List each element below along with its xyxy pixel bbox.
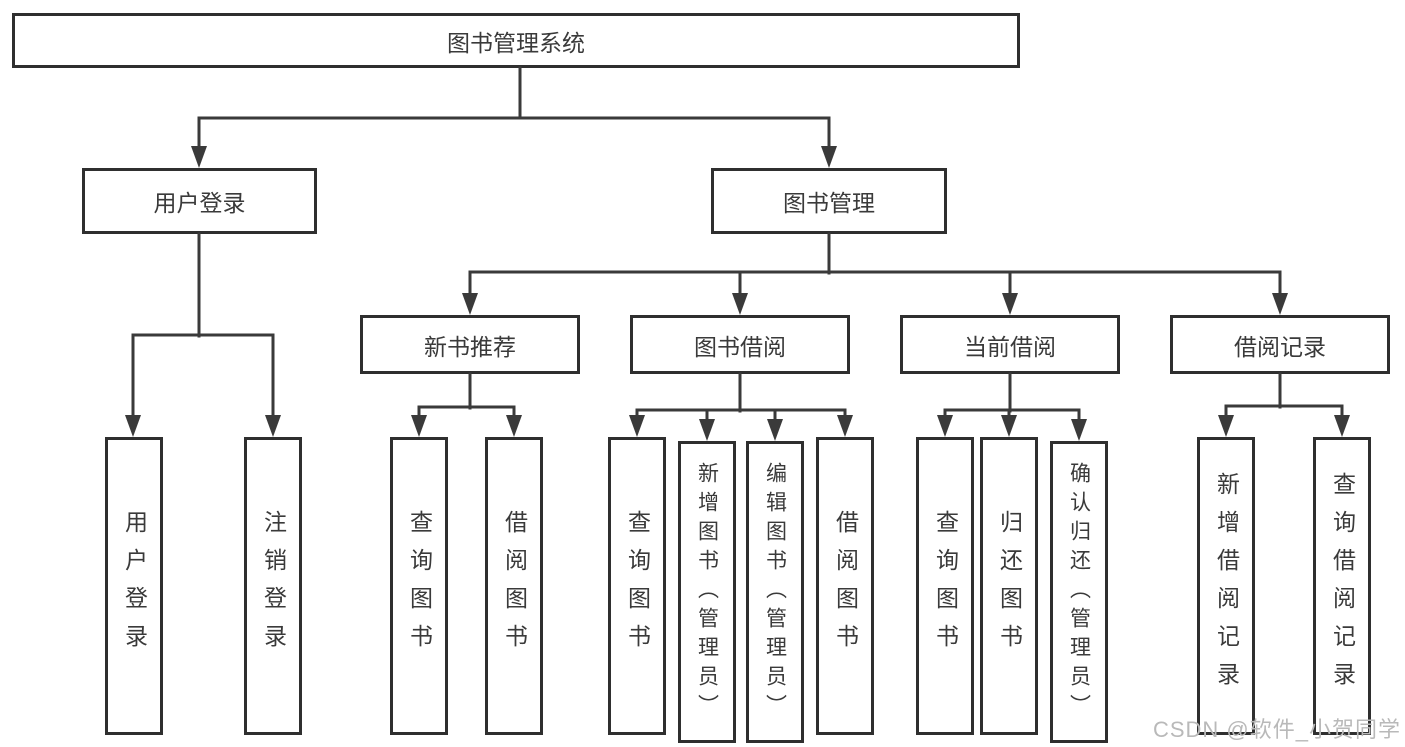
arrow-down-icon xyxy=(1002,293,1018,315)
node-label: 查询图书 xyxy=(406,510,433,662)
node-label: 图书借阅 xyxy=(694,333,786,360)
node-leaf-logout: 注销登录 xyxy=(244,437,302,735)
node-label: 查询图书 xyxy=(932,510,959,662)
arrow-down-icon xyxy=(1272,293,1288,315)
node-leaf-query-books-3: 查询图书 xyxy=(916,437,974,735)
node-label: 注销登录 xyxy=(260,510,287,662)
node-label: 查询图书 xyxy=(624,510,651,662)
arrow-down-icon xyxy=(937,415,953,437)
node-label: 当前借阅 xyxy=(964,333,1056,360)
connector-current-borrow-split xyxy=(943,372,1081,426)
node-label: 借阅记录 xyxy=(1234,333,1326,360)
node-leaf-add-borrow-record: 新增借阅记录 xyxy=(1197,437,1255,735)
node-label: 新增图书（管理员） xyxy=(695,461,719,723)
node-label: 用户登录 xyxy=(121,510,148,662)
connector-root-split xyxy=(197,66,831,152)
connector-borrow-records-split xyxy=(1224,372,1344,422)
connector-new-book-split xyxy=(417,372,516,422)
node-leaf-return-books: 归还图书 xyxy=(980,437,1038,735)
node-leaf-query-books-1: 查询图书 xyxy=(390,437,448,735)
arrow-down-icon xyxy=(821,146,837,168)
node-current-borrowing: 当前借阅 xyxy=(900,315,1120,374)
node-label: 归还图书 xyxy=(996,510,1023,662)
arrow-down-icon xyxy=(1218,415,1234,437)
arrow-down-icon xyxy=(1334,415,1350,437)
node-label: 新书推荐 xyxy=(424,333,516,360)
node-book-management: 图书管理 xyxy=(711,168,947,234)
node-label: 图书管理系统 xyxy=(447,29,585,56)
node-book-borrowing: 图书借阅 xyxy=(630,315,850,374)
node-label: 借阅图书 xyxy=(501,510,528,662)
node-leaf-user-login: 用户登录 xyxy=(105,437,163,735)
arrow-down-icon xyxy=(1001,415,1017,437)
arrow-down-icon xyxy=(732,293,748,315)
arrow-down-icon xyxy=(1071,419,1087,441)
node-leaf-confirm-return-admin: 确认归还（管理员） xyxy=(1050,441,1108,743)
connector-book-borrow-split xyxy=(635,372,847,426)
node-leaf-query-books-2: 查询图书 xyxy=(608,437,666,735)
connector-user-login-split xyxy=(131,232,275,422)
node-label: 用户登录 xyxy=(153,190,246,216)
node-leaf-add-books-admin: 新增图书（管理员） xyxy=(678,441,736,743)
node-label: 查询借阅记录 xyxy=(1329,472,1356,700)
arrow-down-icon xyxy=(411,415,427,437)
arrow-down-icon xyxy=(699,419,715,441)
node-leaf-edit-books-admin: 编辑图书（管理员） xyxy=(746,441,804,743)
node-label: 确认归还（管理员） xyxy=(1067,461,1091,723)
connector-book-mgmt-split xyxy=(468,232,1282,300)
arrow-down-icon xyxy=(837,415,853,437)
arrow-down-icon xyxy=(125,415,141,437)
node-user-login: 用户登录 xyxy=(82,168,317,234)
node-leaf-borrow-books-1: 借阅图书 xyxy=(485,437,543,735)
node-library-management-system: 图书管理系统 xyxy=(12,13,1020,68)
csdn-watermark: CSDN @软件_小贺同学 xyxy=(1152,717,1401,742)
arrow-down-icon xyxy=(629,415,645,437)
node-new-book-recommend: 新书推荐 xyxy=(360,315,580,374)
arrow-down-icon xyxy=(462,293,478,315)
arrow-down-icon xyxy=(767,419,783,441)
arrow-down-icon xyxy=(265,415,281,437)
node-label: 编辑图书（管理员） xyxy=(763,461,787,723)
arrow-down-icon xyxy=(506,415,522,437)
arrow-down-icon xyxy=(191,146,207,168)
node-label: 新增借阅记录 xyxy=(1213,472,1240,700)
node-leaf-borrow-books-2: 借阅图书 xyxy=(816,437,874,735)
node-label: 借阅图书 xyxy=(832,510,859,662)
node-leaf-query-borrow-record: 查询借阅记录 xyxy=(1313,437,1371,735)
node-label: 图书管理 xyxy=(783,190,875,216)
node-borrowing-records: 借阅记录 xyxy=(1170,315,1390,374)
